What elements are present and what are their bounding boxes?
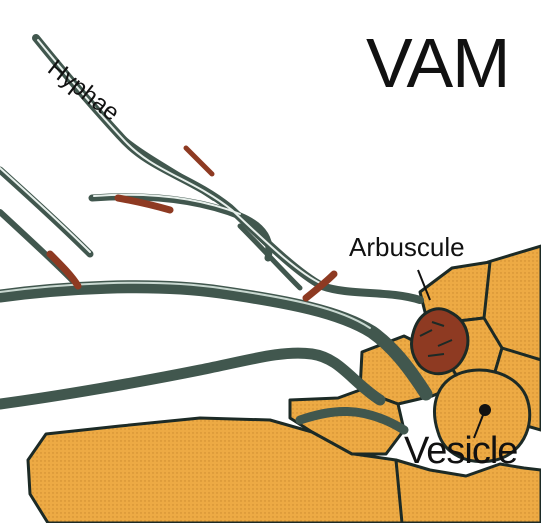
vesicle-label: Vesicle <box>404 432 517 470</box>
arbuscule-label: Arbuscule <box>349 234 465 260</box>
diagram-title: VAM <box>366 28 510 98</box>
